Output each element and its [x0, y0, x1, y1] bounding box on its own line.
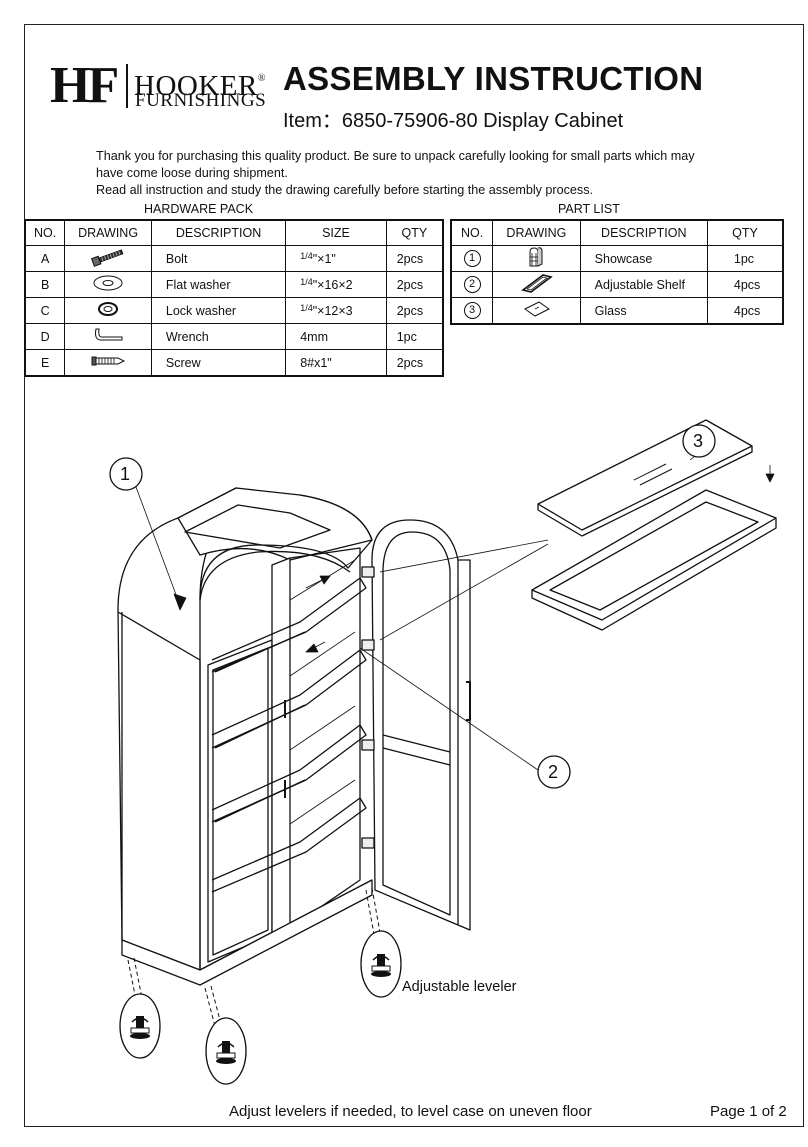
glass-icon: [492, 297, 581, 325]
footer-note: Adjust levelers if needed, to level case…: [229, 1103, 592, 1120]
page-title: ASSEMBLY INSTRUCTION: [283, 60, 704, 97]
logo-mark: HF: [50, 57, 119, 114]
shelf-frame: [531, 489, 777, 631]
row-qty: 4pcs: [706, 271, 784, 298]
table-row: E Screw 8#x1" 2pcs: [24, 349, 444, 377]
col-description: DESCRIPTION: [150, 219, 287, 246]
callout-circle-2: [537, 755, 571, 789]
callout-1: 1: [120, 464, 131, 484]
logo-line2: FURNISHINGS: [135, 90, 267, 111]
leveler-icon: [130, 954, 391, 1064]
page-number: Page 1 of 2: [710, 1103, 787, 1120]
callout-2: 2: [548, 762, 559, 782]
intro-line3: Read all instruction and study the drawi…: [96, 183, 594, 197]
row-description: Glass: [579, 297, 708, 325]
shelf-icon: [492, 271, 581, 298]
row-description: Showcase: [579, 245, 708, 272]
table-row: C Lock washer 1/4"×12×3 2pcs: [24, 297, 444, 324]
row-qty: 2pcs: [385, 245, 444, 272]
leveler-label: Adjustable leveler: [402, 979, 517, 995]
item-name: Display Cabinet: [483, 110, 624, 132]
hardware-pack-caption: HARDWARE PACK: [144, 202, 254, 216]
row-qty: 2pcs: [385, 271, 444, 298]
col-description: DESCRIPTION: [579, 219, 708, 246]
showcase-body: [117, 487, 373, 986]
row-size: 4mm: [285, 323, 387, 350]
table-row: D Wrench 4mm 1pc: [24, 323, 444, 350]
row-qty: 1pc: [385, 323, 444, 350]
table-row: 2 Adjustable Shelf 4pcs: [450, 271, 784, 298]
col-qty: QTY: [706, 219, 784, 246]
intro-line2: have come loose during shipment.: [96, 166, 288, 180]
callout-circle-3: [682, 424, 716, 458]
table-header-row: NO. DRAWING DESCRIPTION QTY: [450, 219, 784, 246]
row-description: Screw: [150, 349, 287, 377]
screw-icon: [64, 349, 152, 377]
row-description: Adjustable Shelf: [579, 271, 708, 298]
item-line: Item：6850-75906-80 Display Cabinet: [283, 104, 623, 133]
part-list-caption: PART LIST: [558, 202, 620, 216]
table-row: B Flat washer 1/4"×16×2 2pcs: [24, 271, 444, 298]
logo-line1: HOOKER®: [134, 70, 266, 102]
item-number: 6850-75906-80: [341, 110, 478, 132]
row-qty: 2pcs: [385, 349, 444, 377]
row-description: Wrench: [150, 323, 287, 350]
open-door: [361, 519, 471, 931]
table-row: A Bolt 1/4"×1" 2pcs: [24, 245, 444, 272]
wrench-icon: [64, 323, 152, 350]
item-label: Item：: [283, 110, 342, 132]
page-border: [24, 24, 804, 1127]
row-description: Lock washer: [150, 297, 287, 324]
callout-3: 3: [693, 431, 704, 451]
row-qty: 2pcs: [385, 297, 444, 324]
callout-circle-1: [109, 457, 143, 491]
row-no: 2: [450, 271, 494, 298]
table-row: 3 Glass 4pcs: [450, 297, 784, 325]
row-no: 3: [450, 297, 494, 325]
col-drawing: DRAWING: [492, 219, 581, 246]
leader-lines: [135, 451, 775, 771]
logo-divider: [126, 64, 128, 108]
col-size: SIZE: [285, 219, 387, 246]
part-list-table: NO. DRAWING DESCRIPTION QTY 1 Showcase 1…: [450, 219, 784, 325]
row-no: B: [24, 271, 66, 298]
row-size: 8#x1": [285, 349, 387, 377]
row-no: D: [24, 323, 66, 350]
row-size: 1/4"×1": [285, 245, 387, 272]
row-qty: 4pcs: [706, 297, 784, 325]
intro-text: Thank you for purchasing this quality pr…: [96, 148, 746, 199]
intro-line1: Thank you for purchasing this quality pr…: [96, 149, 695, 163]
hardware-pack-table: NO. DRAWING DESCRIPTION SIZE QTY A Bolt …: [24, 219, 444, 377]
